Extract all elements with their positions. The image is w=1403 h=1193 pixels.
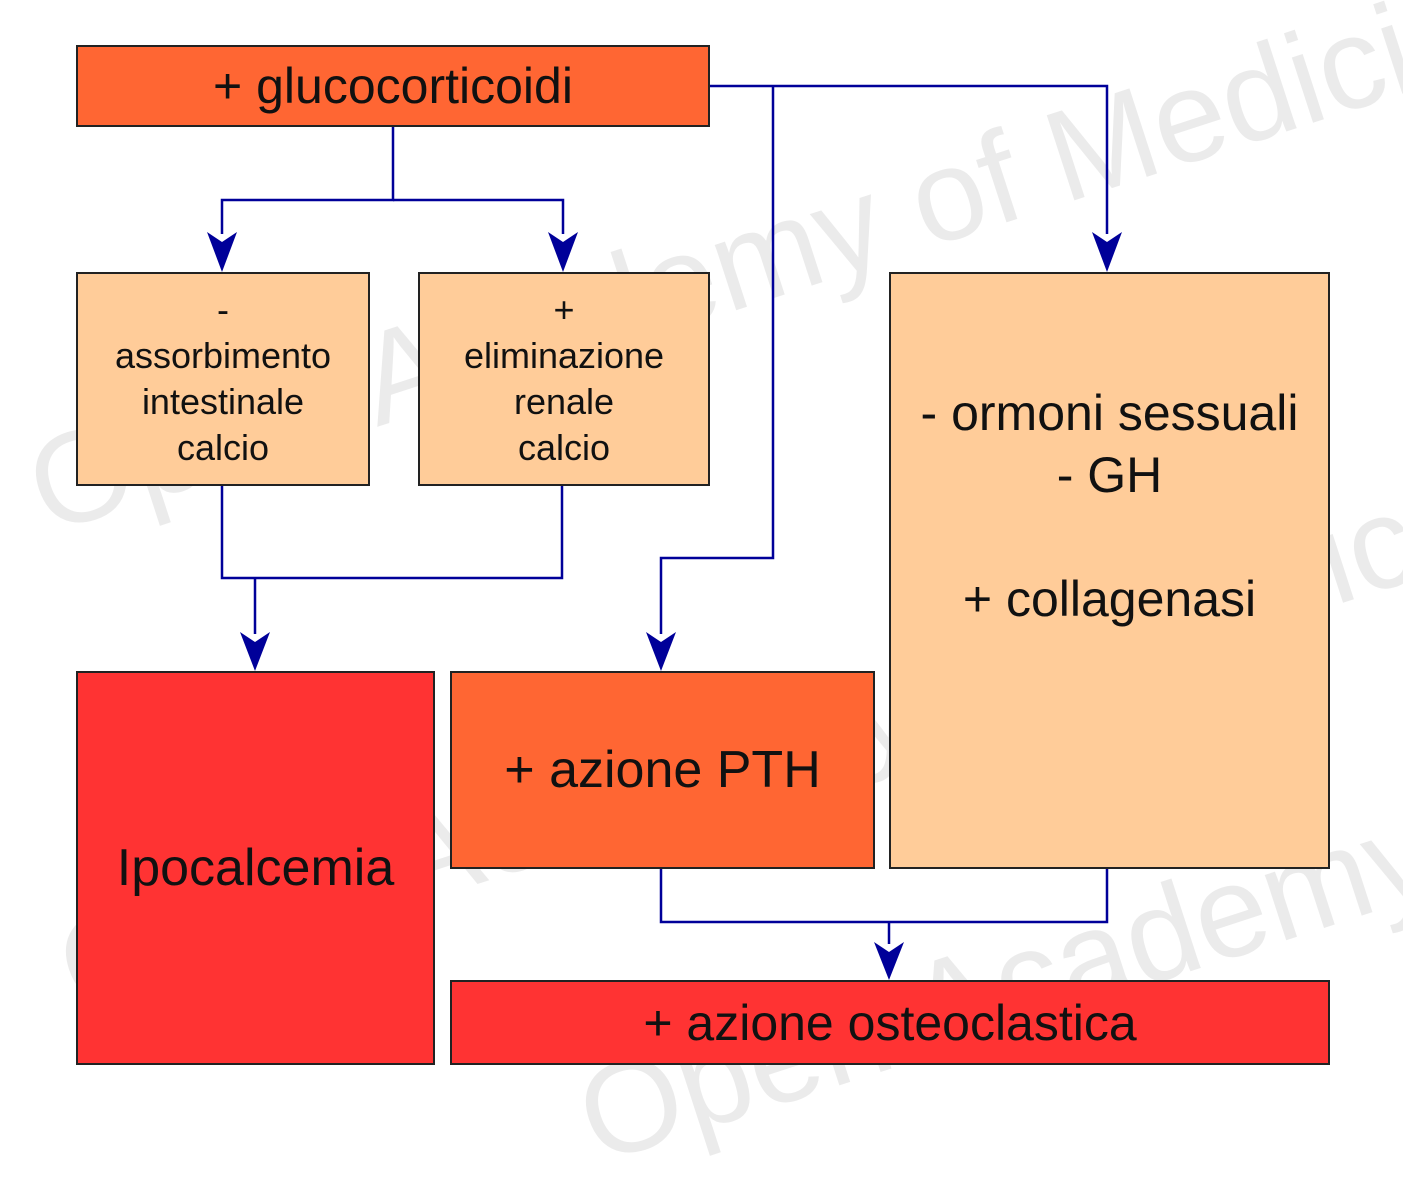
node-label: - GH	[1056, 446, 1163, 503]
node-glucocorticoidi: + glucocorticoidi	[76, 45, 710, 127]
node-pth: + azione PTH	[450, 671, 875, 869]
node-osteoclastica: + azione osteoclastica	[450, 980, 1330, 1065]
node-ipocalcemia: Ipocalcemia	[76, 671, 435, 1065]
node-label: - ormoni sessuali	[920, 384, 1299, 441]
node-label: +	[553, 289, 575, 330]
arrowhead	[1092, 232, 1122, 272]
node-label: -	[217, 289, 229, 330]
node-label: Ipocalcemia	[116, 839, 395, 897]
node-assorbimento: - assorbimento intestinale calcio	[76, 272, 370, 486]
node-label: + glucocorticoidi	[213, 58, 573, 114]
arrow-gluco-to-pth	[659, 86, 775, 634]
node-label: + azione PTH	[504, 741, 821, 799]
node-label: + collagenasi	[962, 570, 1257, 627]
arrowhead	[874, 942, 904, 980]
arrow-to-ipocalcemia	[220, 485, 564, 634]
arrow-to-eliminazione	[393, 198, 565, 234]
node-ormoni: - ormoni sessuali - GH + collagenasi	[889, 272, 1330, 869]
node-label: intestinale	[141, 381, 305, 422]
node-label: renale	[513, 381, 615, 422]
arrowhead	[548, 232, 578, 272]
node-label: calcio	[517, 427, 611, 468]
arrow-gluco-to-absorb-elim	[220, 126, 395, 234]
node-label: eliminazione	[463, 335, 665, 376]
arrow-gluco-to-ormoni	[709, 84, 1109, 234]
arrow-to-osteoclastica	[659, 868, 1109, 944]
node-label: + azione osteoclastica	[643, 994, 1137, 1051]
node-eliminazione: + eliminazione renale calcio	[418, 272, 710, 486]
arrowhead	[240, 632, 270, 671]
node-label: assorbimento	[114, 335, 332, 376]
arrowhead	[646, 632, 676, 671]
connector-arrows	[207, 84, 1122, 980]
node-label: calcio	[176, 427, 270, 468]
arrowhead	[207, 232, 237, 272]
